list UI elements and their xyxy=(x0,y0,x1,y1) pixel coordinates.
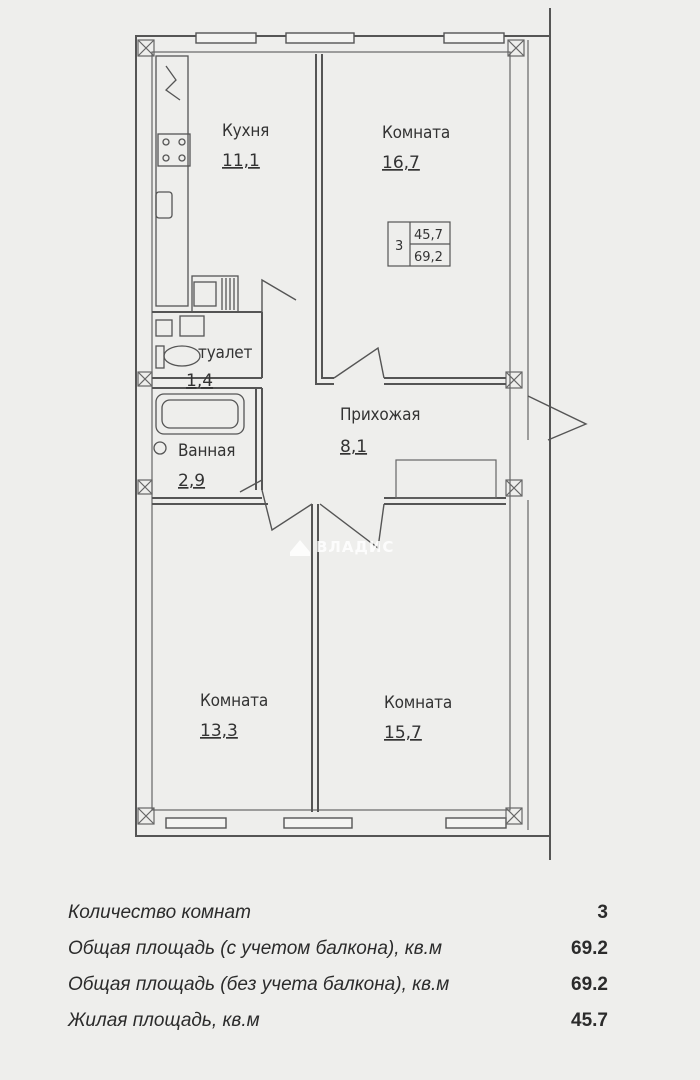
room-label-toilet: туалет xyxy=(198,343,253,363)
summary-value: 69.2 xyxy=(571,938,608,959)
summary-label: Количество комнат xyxy=(68,902,251,923)
summary-label: Жилая площадь, кв.м xyxy=(68,1010,260,1031)
badge-living: 45,7 xyxy=(414,228,443,243)
summary-label: Общая площадь (с учетом балкона), кв.м xyxy=(68,938,442,959)
floor-plan: Кухня 11,1 Комната 16,7 туалет 1,4 Ванна… xyxy=(135,8,588,860)
apartment-badge: 3 45,7 69,2 xyxy=(387,221,451,267)
summary-value: 45.7 xyxy=(571,1010,608,1031)
interior-walls xyxy=(152,54,506,812)
room-area-sw: 13,3 xyxy=(200,721,238,741)
summary-value: 69.2 xyxy=(571,974,608,995)
summary-table: Количество комнат 3 Общая площадь (с уче… xyxy=(68,895,628,1039)
column-markers xyxy=(137,39,525,825)
badge-rooms: 3 xyxy=(395,239,403,254)
room-label-se: Комната xyxy=(384,693,452,713)
room-label-bathroom: Ванная xyxy=(178,441,235,461)
watermark-text: ВЛАДИС xyxy=(316,538,394,556)
house-icon xyxy=(290,540,310,556)
toilet-fixtures xyxy=(155,315,205,369)
doors xyxy=(239,278,588,550)
room-area-bathroom: 2,9 xyxy=(178,471,205,491)
summary-row-rooms: Количество комнат 3 xyxy=(68,895,628,931)
summary-label: Общая площадь (без учета балкона), кв.м xyxy=(68,974,450,995)
watermark: ВЛАДИС xyxy=(290,538,394,556)
room-area-se: 15,7 xyxy=(384,723,422,743)
summary-row-living-area: Жилая площадь, кв.м 45.7 xyxy=(68,1003,628,1039)
bath-fixtures xyxy=(153,393,245,455)
room-area-ne: 16,7 xyxy=(382,153,420,173)
badge-total: 69,2 xyxy=(414,250,443,265)
room-area-hallway: 8,1 xyxy=(340,437,367,457)
room-label-hallway: Прихожая xyxy=(340,405,420,425)
summary-row-total-with-balcony: Общая площадь (с учетом балкона), кв.м 6… xyxy=(68,931,628,967)
room-label-sw: Комната xyxy=(200,691,268,711)
summary-row-total-without-balcony: Общая площадь (без учета балкона), кв.м … xyxy=(68,967,628,1003)
room-label-ne: Комната xyxy=(382,123,450,143)
room-area-toilet: 1,4 xyxy=(186,371,213,391)
kitchen-fixtures xyxy=(155,55,239,313)
room-label-kitchen: Кухня xyxy=(222,121,269,141)
room-area-kitchen: 11,1 xyxy=(222,151,260,171)
windows xyxy=(165,32,507,829)
room-labels: Кухня 11,1 Комната 16,7 туалет 1,4 Ванна… xyxy=(178,121,452,743)
summary-value: 3 xyxy=(597,902,608,923)
